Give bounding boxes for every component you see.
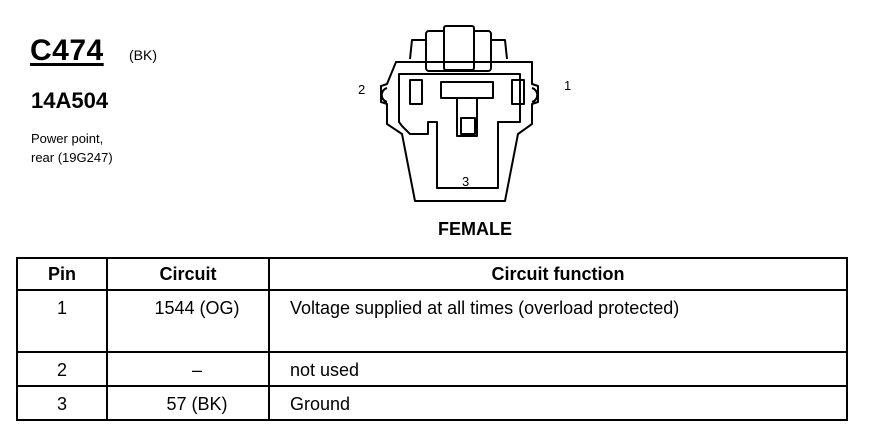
pin-column-header: Pin xyxy=(16,257,108,291)
pin-table-header-row: Pin Circuit Circuit function xyxy=(16,257,848,291)
circuit-code: – xyxy=(191,360,202,380)
pin-1-slot xyxy=(511,79,525,105)
pin-number: 3 xyxy=(56,394,67,414)
table-row: 3 57 (BK) Ground xyxy=(16,385,848,421)
pin-3-blade xyxy=(440,81,494,99)
connector-description-line1: Power point, xyxy=(31,131,104,146)
table-row: 1 1544 (OG) Voltage supplied at all time… xyxy=(16,289,848,353)
circuit-function-column-header: Circuit function xyxy=(268,257,848,291)
connector-description-line2: rear (19G247) xyxy=(31,150,113,165)
circuit-function: not used xyxy=(290,360,360,380)
circuit-code: 1544 (OG) xyxy=(154,298,240,318)
pin-3-label: 3 xyxy=(462,174,469,189)
pin-number: 1 xyxy=(56,298,67,318)
circuit-code: 57 (BK) xyxy=(166,394,228,414)
pin-1-label: 1 xyxy=(564,78,571,93)
pin-2-slot xyxy=(409,79,423,105)
circuit-function: Voltage supplied at all times (overload … xyxy=(290,298,680,318)
pin-table: Pin Circuit Circuit function 1 1544 (OG)… xyxy=(16,257,848,421)
connector-color-code: (BK) xyxy=(129,47,157,63)
connector-face-diagram: 2 1 3 FEMALE xyxy=(358,25,571,239)
circuit-column-header: Circuit xyxy=(106,257,270,291)
connector-id: C474 xyxy=(30,34,104,67)
circuit-function: Ground xyxy=(290,394,351,414)
connector-top-latch xyxy=(425,25,492,72)
gender-label: FEMALE xyxy=(438,219,512,239)
part-number: 14A504 xyxy=(31,88,109,113)
table-row: 2 – not used xyxy=(16,351,848,387)
pin-2-label: 2 xyxy=(358,82,365,97)
pin-number: 2 xyxy=(56,360,67,380)
